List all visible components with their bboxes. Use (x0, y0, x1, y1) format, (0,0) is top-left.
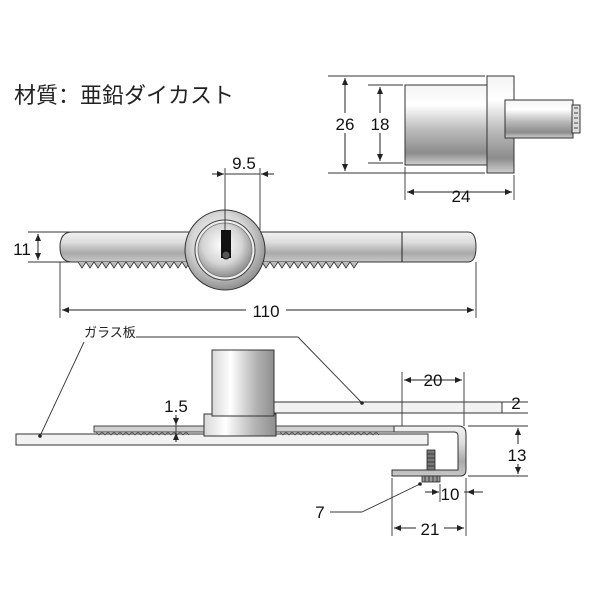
dim-11: 11 (13, 240, 31, 259)
material-label: 材質：亜鉛ダイカスト (14, 84, 234, 109)
dim-20: 20 (424, 371, 443, 390)
dim-24: 24 (452, 187, 471, 206)
glass-label: ガラス板 (84, 326, 136, 341)
dim-10: 10 (441, 485, 460, 504)
lock-front-view (59, 209, 477, 291)
installation-section (15, 349, 503, 483)
dim-21: 21 (421, 520, 440, 539)
dim-2: 2 (511, 394, 520, 413)
dim-26: 26 (336, 115, 355, 134)
dim-13: 13 (508, 446, 527, 465)
dim-7: 7 (315, 503, 324, 522)
lock-side-view (404, 75, 581, 174)
dim-1-5: 1.5 (164, 397, 188, 416)
dim-18: 18 (371, 115, 390, 134)
dim-9-5: 9.5 (232, 154, 256, 173)
dim-110: 110 (252, 302, 279, 321)
